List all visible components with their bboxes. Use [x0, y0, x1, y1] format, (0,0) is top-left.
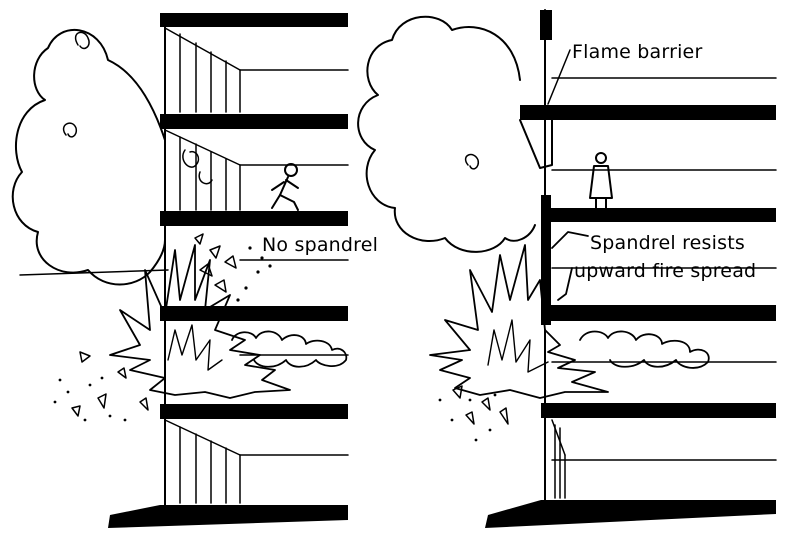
right-base-slab: [485, 500, 776, 528]
left-base-slab: [108, 505, 348, 528]
left-smoke-curl-2: [64, 123, 77, 137]
right-person-figure: [590, 153, 612, 208]
right-smoke-curl: [466, 155, 479, 169]
right-interior-lines: [552, 78, 776, 498]
label-spandrel-line-2: upward fire spread: [574, 260, 756, 282]
label-no-spandrel: No spandrel: [262, 234, 378, 256]
right-floor-slab-1: [540, 10, 552, 40]
left-flames-inner: [168, 325, 222, 370]
label-flame-barrier: Flame barrier: [572, 41, 702, 63]
right-smoke-cloud: [358, 17, 535, 252]
left-floor-slab-2: [160, 114, 348, 129]
left-floor-slab-1: [160, 13, 348, 27]
right-flame-barrier-hood: [520, 120, 552, 168]
left-smoke-cloud: [13, 30, 165, 285]
left-building: [13, 13, 348, 528]
left-smoke-curl-4: [199, 172, 212, 184]
right-floor-slab-2: [520, 105, 776, 120]
right-floor-slab-5: [541, 403, 776, 418]
flame-barrier-leader: [548, 50, 570, 104]
left-broken-glass: [72, 234, 236, 416]
label-spandrel-line-1: Spandrel resists: [590, 232, 745, 254]
left-floor-slab-5: [160, 404, 348, 419]
left-person-figure: [272, 164, 298, 210]
left-smoke-curl: [76, 32, 90, 48]
spandrel-callout-pointer: [552, 232, 588, 248]
left-flames: [110, 245, 290, 398]
spandrel-callout-pointer-2: [558, 268, 572, 300]
left-floor-slab-4: [160, 306, 348, 321]
left-interior-lines: [165, 28, 348, 503]
right-floor-slab-4: [541, 305, 776, 321]
right-floor-slab-3: [541, 208, 776, 222]
right-flames-inner: [488, 320, 548, 372]
left-floor-slab-3: [160, 211, 348, 226]
